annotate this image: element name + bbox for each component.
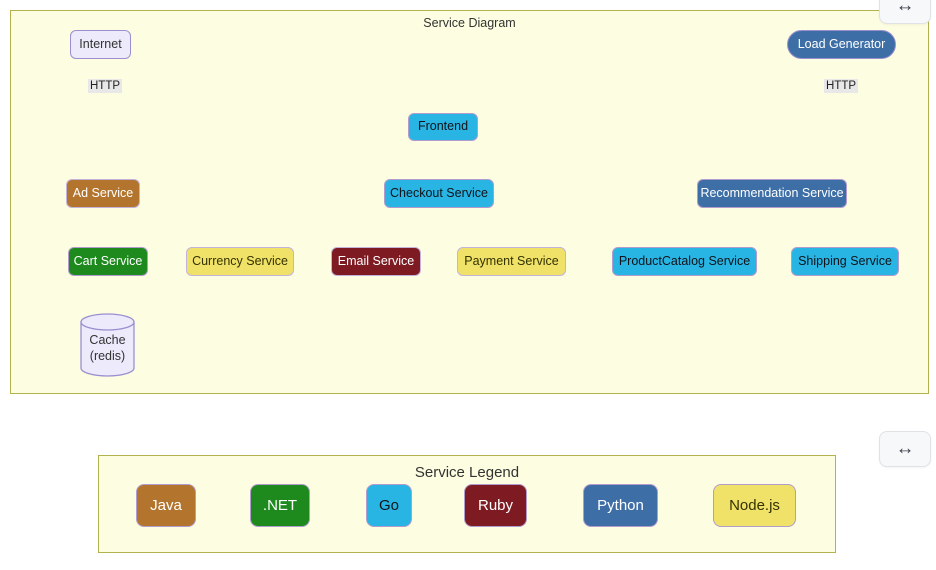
- node-ad-service: Ad Service: [66, 179, 140, 208]
- expand-diagram-button[interactable]: ↔: [879, 0, 931, 24]
- legend-item-nodejs: Node.js: [713, 484, 796, 527]
- legend-item-go: Go: [366, 484, 412, 527]
- node-checkout-service: Checkout Service: [384, 179, 494, 208]
- service-diagram-title: Service Diagram: [423, 16, 516, 30]
- node-payment-service: Payment Service: [457, 247, 566, 276]
- node-cache-redis: Cache(redis): [80, 313, 135, 377]
- node-recommendation-service: Recommendation Service: [697, 179, 847, 208]
- node-label: Cache(redis): [89, 333, 126, 363]
- node-currency-service: Currency Service: [186, 247, 294, 276]
- node-frontend: Frontend: [408, 113, 478, 141]
- node-load-generator: Load Generator: [787, 30, 896, 59]
- edge-label-http: HTTP: [824, 79, 859, 93]
- service-legend-title: Service Legend: [414, 464, 520, 481]
- legend-item-net: .NET: [250, 484, 310, 527]
- node-internet: Internet: [70, 30, 131, 59]
- edge-label-http: HTTP: [88, 79, 123, 93]
- node-cart-service: Cart Service: [68, 247, 148, 276]
- horizontal-resize-icon: ↔: [895, 438, 915, 459]
- node-email-service: Email Service: [331, 247, 421, 276]
- cylinder-shape: [80, 313, 135, 377]
- node-productcatalog-service: ProductCatalog Service: [612, 247, 757, 276]
- legend-item-ruby: Ruby: [464, 484, 527, 527]
- horizontal-resize-icon: ↔: [895, 0, 915, 16]
- legend-item-java: Java: [136, 484, 196, 527]
- legend-item-python: Python: [583, 484, 658, 527]
- expand-legend-button[interactable]: ↔: [879, 431, 931, 467]
- node-shipping-service: Shipping Service: [791, 247, 899, 276]
